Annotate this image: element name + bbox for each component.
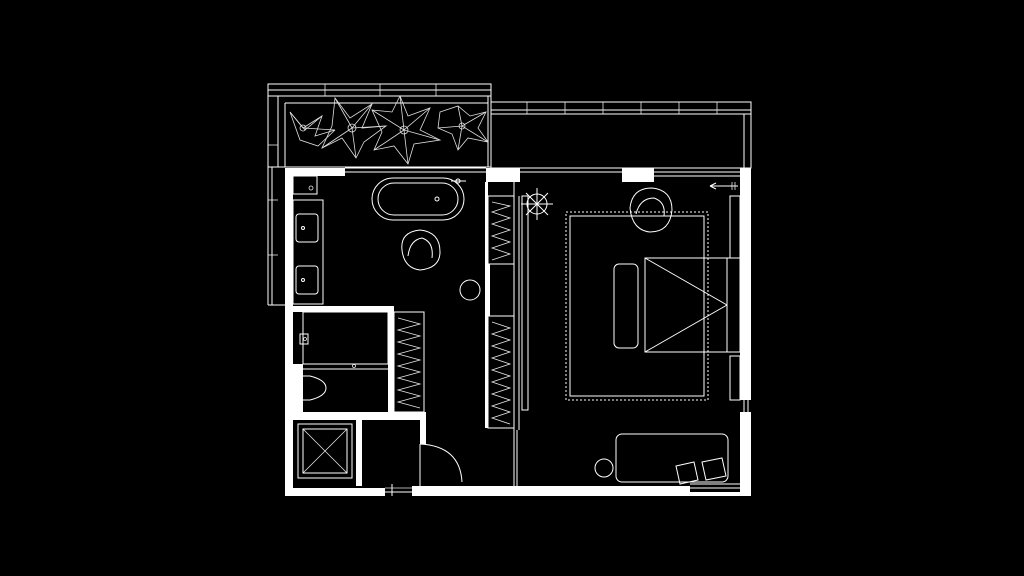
plant-icon <box>371 95 442 165</box>
washbasin-icon <box>295 213 319 243</box>
door-swing-icon <box>385 443 463 496</box>
vanity <box>292 175 324 305</box>
bed-icon <box>644 257 741 353</box>
wardrobe-icon <box>393 311 425 413</box>
plant-icon <box>289 111 336 147</box>
bench-icon <box>613 263 639 349</box>
walk-in-closet <box>393 182 520 486</box>
shower <box>297 423 353 479</box>
wardrobe-icon <box>487 195 515 265</box>
toilet-icon <box>285 371 327 405</box>
bedroom-partition <box>516 195 529 486</box>
nightstand <box>729 195 741 259</box>
wardrobe-icon <box>487 315 515 429</box>
washbasin-icon <box>299 333 309 345</box>
side-table-icon <box>459 279 481 301</box>
washbasin-icon <box>295 265 319 295</box>
armchair-icon <box>401 229 441 271</box>
shower-tray-icon <box>302 428 348 474</box>
floor-lamp-icon <box>521 188 553 220</box>
windows <box>345 167 749 412</box>
armchair-icon <box>629 187 673 233</box>
bathtub-icon <box>371 177 466 221</box>
wc <box>285 311 389 405</box>
windows <box>690 483 740 489</box>
bathroom-walls <box>293 182 488 486</box>
terrace-planter <box>267 83 492 306</box>
arrow-icon <box>709 182 738 190</box>
nightstand <box>729 355 741 401</box>
pillow-icon <box>675 457 727 485</box>
plant-icon <box>321 96 388 159</box>
exterior-walls <box>285 168 751 496</box>
plant-icon <box>437 105 489 151</box>
rug-icon <box>565 211 709 401</box>
balcony <box>490 101 752 169</box>
sofa-icon <box>615 433 729 485</box>
side-table-icon <box>594 458 614 478</box>
